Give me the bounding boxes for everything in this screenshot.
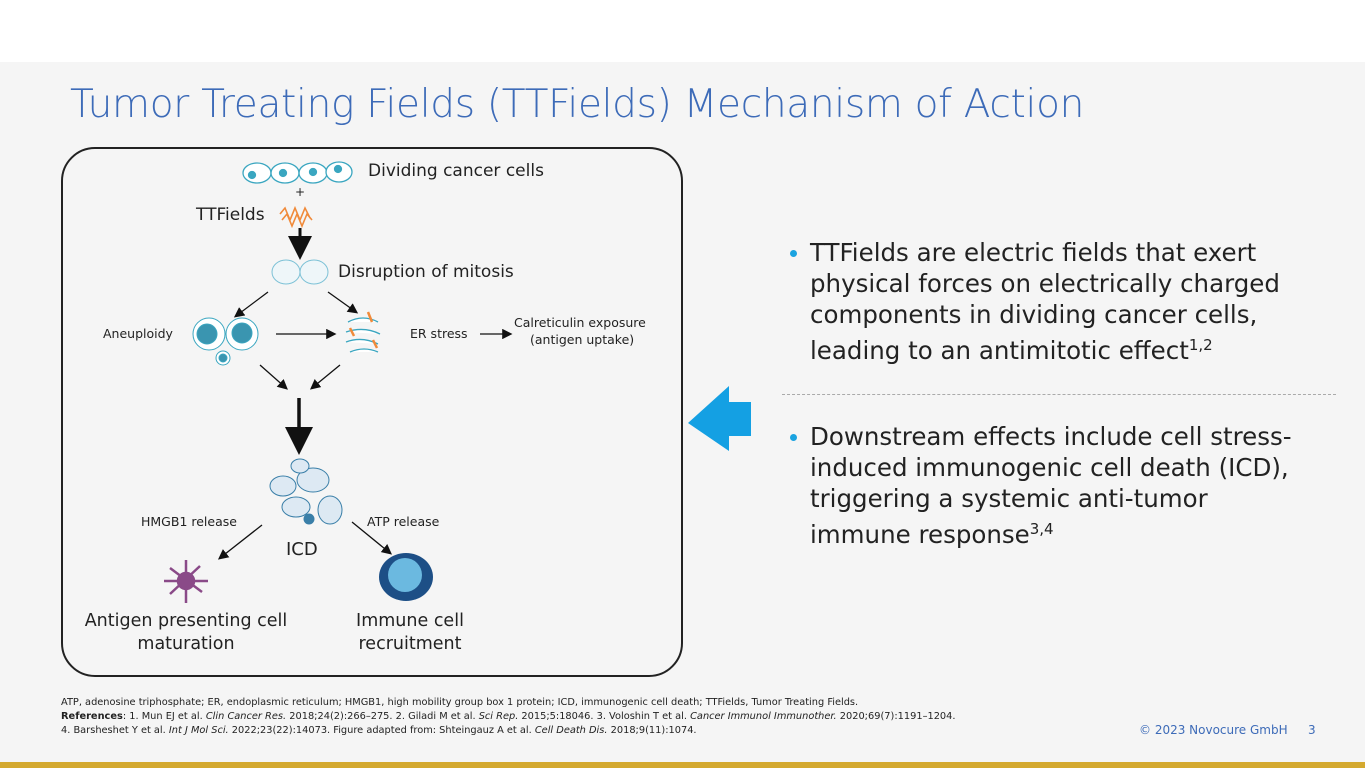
page-number: 3 — [1308, 723, 1316, 737]
label-hmgb1-release: HMGB1 release — [141, 514, 237, 529]
ref: 2018;9(11):1074. — [607, 725, 697, 736]
bullet-2-citation: 3,4 — [1029, 520, 1054, 538]
er-stress-icon — [345, 311, 381, 353]
gold-footer-bar — [0, 762, 1365, 768]
dividing-cells-icon — [242, 161, 353, 184]
ref: : 1. Mun EJ et al. — [122, 711, 206, 722]
bullet-1-citation: 1,2 — [1188, 336, 1213, 354]
label-ttfields: TTFields — [196, 205, 265, 225]
bullet-2-line: induced immunogenic cell death (ICD), — [810, 453, 1289, 482]
ref: 2015;5:18046. 3. Voloshin T et al. — [518, 711, 691, 722]
label-disruption-of-mitosis: Disruption of mitosis — [338, 262, 514, 282]
label-er-stress: ER stress — [410, 326, 468, 341]
label-immune-line1: Immune cell — [356, 611, 464, 631]
footnote-abbreviations: ATP, adenosine triphosphate; ER, endopla… — [61, 697, 859, 708]
bullet-2-line: Downstream effects include cell stress- — [810, 422, 1292, 451]
footnote-references: References: 1. Mun EJ et al. Clin Cancer… — [61, 711, 956, 722]
immune-cell-icon — [379, 553, 433, 601]
left-arrow-icon — [688, 386, 751, 451]
ref: 2018;24(2):266–275. 2. Giladi M et al. — [286, 711, 479, 722]
ref: 2022;23(22):14073. Figure adapted from: … — [228, 725, 535, 736]
label-plus: + — [295, 185, 306, 199]
label-atp-release: ATP release — [367, 514, 440, 529]
bullet-1-line: components in dividing cancer cells, — [810, 300, 1258, 329]
ttfields-wave-icon — [279, 205, 313, 229]
ref-journal: Cancer Immunol Immunother. — [690, 711, 837, 722]
ref-journal: Sci Rep. — [478, 711, 519, 722]
label-calreticulin: Calreticulin exposure — [514, 315, 646, 330]
ref-journal: Clin Cancer Res. — [205, 711, 287, 722]
ref: 2020;69(7):1191–1204. — [836, 711, 956, 722]
bullet-1-line: TTFields are electric fields that exert — [810, 238, 1257, 267]
bullet-2: Downstream effects include cell stress-i… — [790, 421, 1330, 550]
bullet-2-line: immune response — [810, 520, 1030, 550]
bullet-1-line: physical forces on electrically charged — [810, 269, 1280, 298]
icd-dying-cell-icon — [269, 458, 343, 525]
label-apc-line1: Antigen presenting cell — [84, 611, 288, 631]
slide-title: Tumor Treating Fields (TTFields) Mechani… — [70, 82, 1085, 127]
label-icd: ICD — [286, 539, 318, 560]
label-aneuploidy: Aneuploidy — [103, 326, 173, 341]
bullet-dot — [790, 250, 797, 257]
ref-label: References — [61, 711, 123, 722]
ref: 4. Barsheshet Y et al. — [61, 725, 169, 736]
dashed-divider — [782, 394, 1336, 395]
ref-journal: Int J Mol Sci. — [168, 725, 229, 736]
antigen-presenting-cell-icon — [164, 560, 208, 603]
bullet-1-line: leading to an antimitotic effect — [810, 336, 1189, 366]
label-antigen-uptake: (antigen uptake) — [530, 332, 635, 347]
label-apc-line2: maturation — [137, 634, 235, 654]
bullet-2-line: triggering a systemic anti-tumor — [810, 484, 1208, 513]
label-dividing-cancer-cells: Dividing cancer cells — [368, 161, 544, 181]
aneuploidy-cells-icon — [192, 317, 259, 366]
ref-journal: Cell Death Dis. — [534, 725, 608, 736]
mechanism-diagram-frame — [61, 147, 683, 677]
copyright: © 2023 Novocure GmbH — [1139, 723, 1288, 737]
label-immune-line2: recruitment — [358, 634, 462, 654]
footnote-references-2: 4. Barsheshet Y et al. Int J Mol Sci. 20… — [61, 725, 697, 736]
mitosis-cell-icon — [271, 259, 329, 285]
bullet-dot — [790, 434, 797, 441]
